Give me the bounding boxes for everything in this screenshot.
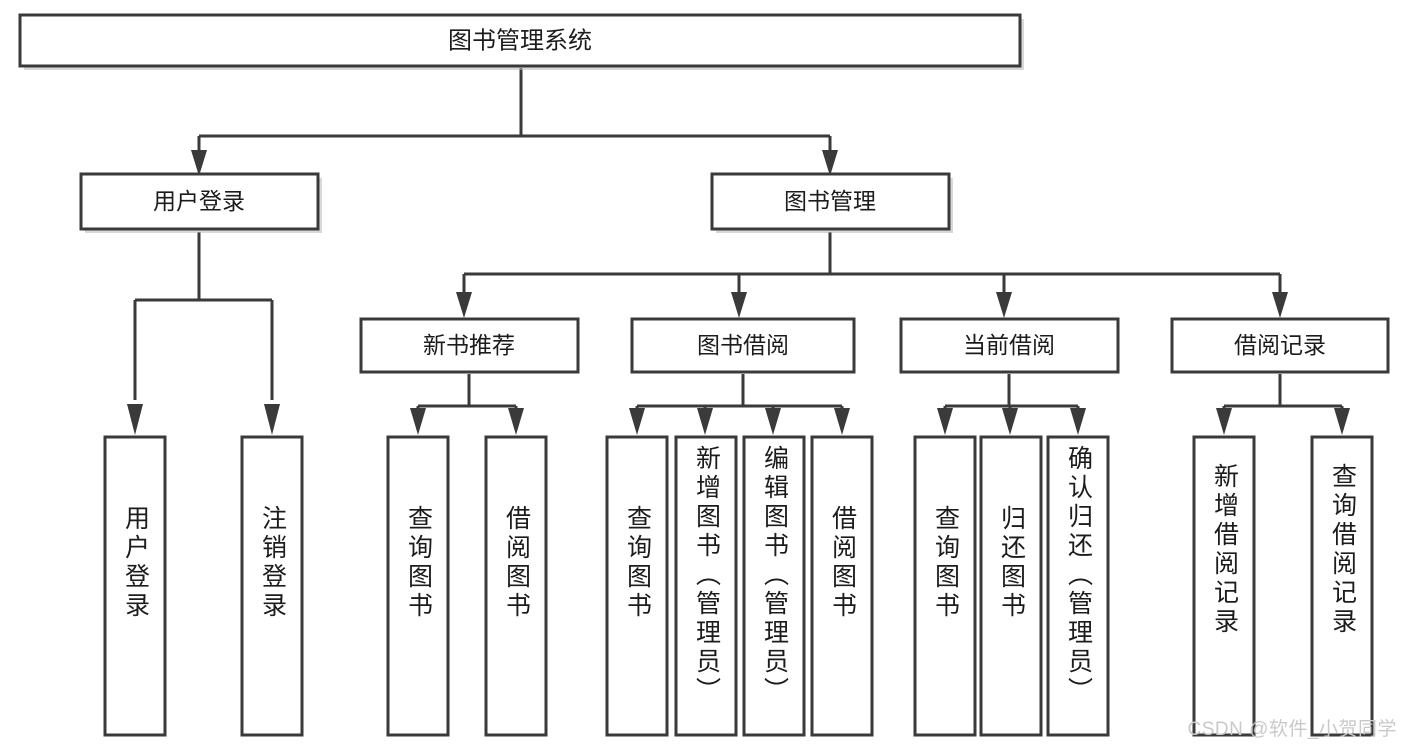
leaf-query-record-box[interactable] [1310, 435, 1374, 737]
new-book-rec-node-label: 新书推荐 [423, 332, 515, 358]
new-book-rec-node-box[interactable] [359, 317, 580, 374]
arrow-to-leaf-add-record [1216, 408, 1232, 435]
arrow-to-leaf-query-record [1334, 408, 1350, 435]
arrow-to-leaf-query-book-2 [629, 408, 645, 435]
leaf-edit-book-box[interactable] [742, 435, 806, 737]
current-borrow-node-box[interactable] [899, 317, 1120, 374]
leaf-borrow-book-2-box[interactable] [810, 435, 874, 737]
borrow-record-node-box[interactable] [1170, 317, 1390, 374]
leaf-add-record-box[interactable] [1192, 435, 1256, 737]
leaf-return-book-box[interactable] [979, 435, 1043, 737]
leaf-query-book-3-box[interactable] [913, 435, 977, 737]
arrow-to-leaf-borrow-book-1 [508, 408, 524, 435]
arrow-to-borrow-record [1272, 292, 1288, 318]
leaf-user-login-box[interactable] [103, 435, 167, 737]
user-login-node-box[interactable] [79, 172, 320, 231]
arrow-to-user-login [191, 150, 207, 176]
connector-layer [127, 68, 1350, 435]
book-manage-node-box[interactable] [710, 172, 951, 231]
arrow-to-current-borrow [996, 292, 1012, 318]
book-borrow-node-box[interactable] [630, 317, 856, 374]
arrow-to-book-borrow [731, 292, 747, 318]
book-manage-node-label: 图书管理 [784, 188, 876, 214]
arrow-to-leaf-add-book [697, 408, 713, 435]
root-node-label: 图书管理系统 [448, 27, 592, 54]
arrow-to-leaf-return-book [1002, 408, 1018, 435]
leaf-confirm-return-box[interactable] [1046, 435, 1110, 737]
arrow-to-leaf-confirm-return [1070, 408, 1086, 435]
leaf-query-book-1-box[interactable] [386, 435, 450, 737]
leaf-borrow-book-1-box[interactable] [484, 435, 548, 737]
arrow-to-new-book-rec [456, 292, 472, 318]
borrow-record-node-label: 借阅记录 [1234, 332, 1326, 358]
arrow-to-leaf-edit-book [765, 408, 781, 435]
arrow-to-book-manage [822, 150, 838, 176]
leaf-query-book-2-box[interactable] [605, 435, 669, 737]
book-borrow-node-label: 图书借阅 [697, 332, 789, 358]
arrow-to-leaf-query-book-1 [410, 408, 426, 435]
arrow-to-leaf-query-book-3 [937, 408, 953, 435]
arrow-to-leaf-borrow-book-2 [834, 408, 850, 435]
leaf-logout-box[interactable] [240, 435, 304, 737]
root-node-box[interactable] [18, 13, 1022, 68]
node-layer: 图书管理系统 用户登录 图书管理 新书推荐 图书借阅 当前借阅 借阅记录 [18, 13, 1390, 737]
arrow-to-leaf-logout [264, 404, 280, 435]
arrow-to-leaf-user-login [127, 404, 143, 435]
leaf-add-book-box[interactable] [674, 435, 738, 737]
user-login-node-label: 用户登录 [153, 188, 245, 214]
current-borrow-node-label: 当前借阅 [963, 332, 1055, 358]
